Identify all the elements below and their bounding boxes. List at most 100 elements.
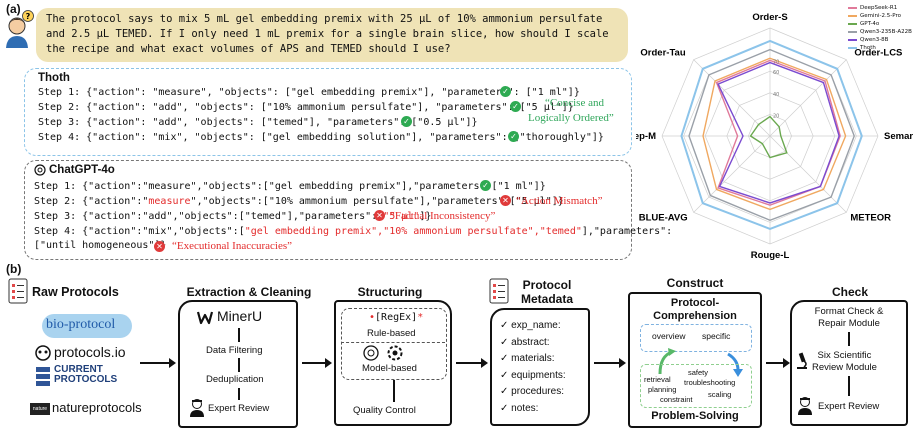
radar-tick-label: 70 xyxy=(773,59,779,65)
down-arrow xyxy=(238,388,240,400)
metadata-fields: ✓ exp_name: ✓ abstract: ✓ materials: ✓ e… xyxy=(500,318,566,417)
radar-series-thoth xyxy=(680,39,863,230)
gpt-step-1: Step 1: {"action":"measure","objects":["… xyxy=(34,181,546,192)
problem-subtasks xyxy=(640,364,752,408)
down-arrow xyxy=(848,376,850,396)
check-icon: ✓ xyxy=(401,116,412,127)
gpt-title: ChatGPT-4o xyxy=(49,164,115,176)
radar-axis-line xyxy=(769,135,847,213)
legend-label: Gemini-2.5-Pro xyxy=(860,13,901,19)
specific-label: specific xyxy=(702,331,731,341)
retrieval-label: retrieval xyxy=(644,375,671,384)
structuring-inner-box xyxy=(341,308,447,380)
mineru-label: MinerU xyxy=(217,308,263,324)
metadata-field: ✓ procedures: xyxy=(500,386,564,397)
radar-series-qwen3-235b-a22b xyxy=(688,48,855,221)
bio-protocol-logo-text: bio-protocol xyxy=(46,317,116,332)
error-executional-inaccuracies: “Executional Inaccuracies” xyxy=(172,240,293,252)
radar-tick-label: 60 xyxy=(773,70,779,76)
metadata-field: ✓ materials: xyxy=(500,353,555,364)
down-arrow xyxy=(238,358,240,372)
thoth-title: Thoth xyxy=(38,72,70,84)
legend-label: Thoth xyxy=(860,45,876,51)
model-based-label: Model-based xyxy=(362,363,417,374)
radar-tick-label: 20 xyxy=(773,113,779,119)
radar-tick-label: 40 xyxy=(773,92,779,98)
comprehension-subtasks xyxy=(640,324,752,352)
legend-swatch xyxy=(848,6,857,9)
radar-series-gpt-4o xyxy=(749,115,788,159)
legend-swatch xyxy=(848,14,857,17)
expert-review-step: Expert Review xyxy=(208,403,270,414)
scaling-label: scaling xyxy=(708,390,732,399)
thoth-annotation-line2: Logically Ordered” xyxy=(528,112,614,124)
troubleshooting-label: troubleshooting xyxy=(684,378,736,387)
deduplication-step: Deduplication xyxy=(206,374,264,385)
metadata-field: ✓ notes: xyxy=(500,402,539,414)
expert-icon xyxy=(798,397,812,415)
comprehension-title: Protocol-Comprehension xyxy=(653,297,737,322)
current-protocols-icon xyxy=(36,367,50,386)
legend-item: Qwen3-235B-A22B xyxy=(848,28,912,36)
down-arrow xyxy=(848,332,850,346)
extraction-title: Extraction & Cleaning xyxy=(186,285,312,299)
check-icon: ✓ xyxy=(510,101,521,112)
flow-arrow xyxy=(594,358,626,368)
radar-axis-label: Order-S xyxy=(752,12,787,23)
gpt-step-4: Step 4: {"action":"mix","objects":["gel … xyxy=(34,226,673,237)
construct-box xyxy=(628,292,762,428)
openai-logo-icon xyxy=(34,164,46,176)
bio-protocol-logo xyxy=(42,314,132,338)
metadata-field: ✓ abstract: xyxy=(500,336,550,348)
down-arrow xyxy=(393,380,395,402)
divider xyxy=(341,342,445,343)
metadata-box xyxy=(490,308,590,426)
radar-axis-label: Rouge-L xyxy=(751,250,790,261)
construct-title: Construct xyxy=(666,276,724,290)
legend-label: GPT-4o xyxy=(860,21,880,27)
nature-badge: nature xyxy=(30,403,50,415)
gear-ai-icon xyxy=(387,345,403,361)
constraint-label: constraint xyxy=(660,395,693,404)
gpt-step-3: Step 3: {"action":"add","objects":["teme… xyxy=(34,211,432,222)
radar-series-gemini-2-5-pro xyxy=(702,57,847,211)
radar-axis-label: METEOR xyxy=(850,212,891,223)
nature-protocols-logo-text: natureprotocols xyxy=(52,400,142,415)
legend-swatch xyxy=(848,46,857,49)
radar-axis-line xyxy=(693,59,771,137)
flow-arrow xyxy=(302,358,332,368)
metadata-field: ✓ exp_name: xyxy=(500,320,561,331)
quality-control-label: Quality Control xyxy=(353,405,416,416)
check-icon: ✓ xyxy=(480,180,491,191)
protocols-io-logo-text: protocols.io xyxy=(54,344,126,360)
problem-solving-title: Problem-Solving xyxy=(651,410,739,422)
flow-arrow xyxy=(766,358,790,368)
panel-b-label: (b) xyxy=(6,262,22,276)
user-query: The protocol says to mix 5 mL gel embedd… xyxy=(36,8,628,62)
radar-axis-label: Semantic-A xyxy=(884,131,913,142)
check-expert-review: Expert Review xyxy=(818,401,880,412)
down-arrow xyxy=(238,328,240,342)
legend-item: DeepSeek-R1 xyxy=(848,4,912,12)
cross-icon: ✕ xyxy=(500,195,511,206)
format-check-module: Format Check &Repair Module xyxy=(814,306,884,329)
svg-text:?: ? xyxy=(26,12,31,21)
legend-item: GPT-4o xyxy=(848,20,912,28)
expert-icon xyxy=(190,399,204,417)
user-question-icon: ? xyxy=(6,10,34,48)
thoth-step-4: Step 4: {"action": "mix", "objects": ["g… xyxy=(38,132,604,143)
thoth-step-3: Step 3: {"action": "add", "objects": ["t… xyxy=(38,117,478,128)
overview-label: overview xyxy=(652,331,686,341)
thoth-step-1: Step 1: {"action": "measure", "objects":… xyxy=(38,87,580,98)
structuring-box xyxy=(334,300,452,426)
radar-axis-label: BLUE-AVG xyxy=(639,212,688,223)
radar-chart: 20406070Order-SOrder-LCSSemantic-AMETEOR… xyxy=(636,12,913,261)
legend-item: Qwen3-8B xyxy=(848,36,912,44)
openai-logo-icon xyxy=(363,345,379,361)
panel-a-label: (a) xyxy=(6,2,21,16)
structuring-title: Structuring xyxy=(357,285,423,299)
radar-axis-label: Order-Tau xyxy=(640,48,685,59)
thoth-annotation-line1: “Concise and xyxy=(545,97,604,109)
thoth-step-2: Step 2: {"action": "add", "objects": ["1… xyxy=(38,102,574,113)
